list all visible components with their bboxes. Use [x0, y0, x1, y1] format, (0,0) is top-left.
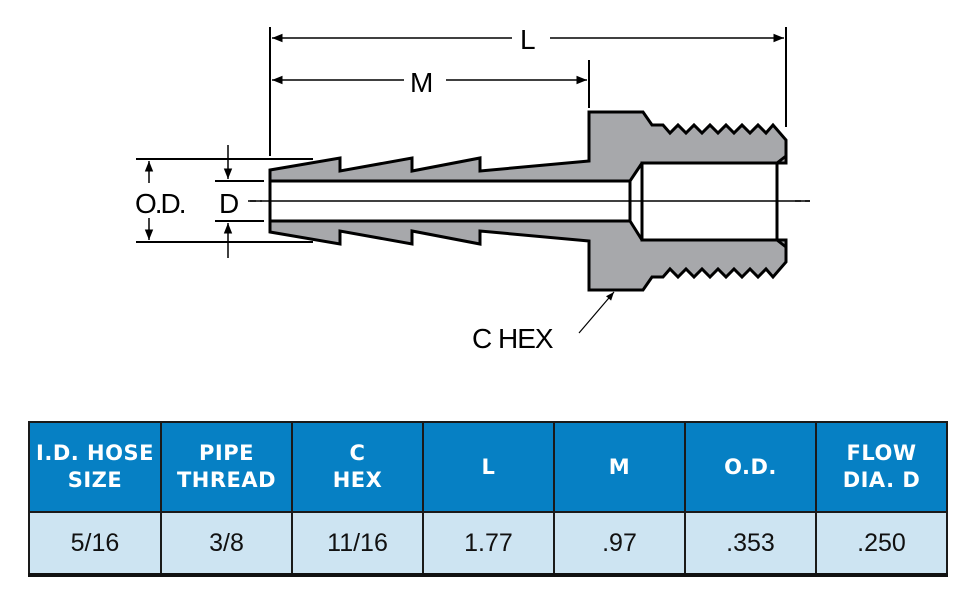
cell-flow-dia-d: .250: [815, 511, 948, 577]
label-m: M: [410, 67, 433, 98]
label-d: D: [219, 188, 239, 219]
cell-pipe-thread: 3/8: [160, 511, 293, 577]
fitting-upper-half: [268, 110, 788, 183]
header-l: L: [422, 421, 555, 513]
label-c-hex: C HEX: [472, 323, 554, 354]
fitting-body: [268, 110, 788, 292]
header-od: O.D.: [684, 421, 817, 513]
cell-od: .353: [684, 511, 817, 577]
fitting-lower-half: [268, 219, 788, 292]
label-od: O.D.: [135, 188, 185, 219]
cell-c-hex: 11/16: [291, 511, 424, 577]
hex-leader: [578, 291, 615, 334]
header-m: M: [553, 421, 686, 513]
label-l: L: [520, 24, 536, 55]
cell-m: .97: [553, 511, 686, 577]
cell-id-hose-size: 5/16: [28, 511, 162, 577]
cell-l: 1.77: [422, 511, 555, 577]
hose-barb-fitting-drawing: L M O.D. D C HEX: [135, 24, 810, 354]
table-row: 5/16 3/8 11/16 1.77 .97 .353 .250: [28, 511, 948, 577]
